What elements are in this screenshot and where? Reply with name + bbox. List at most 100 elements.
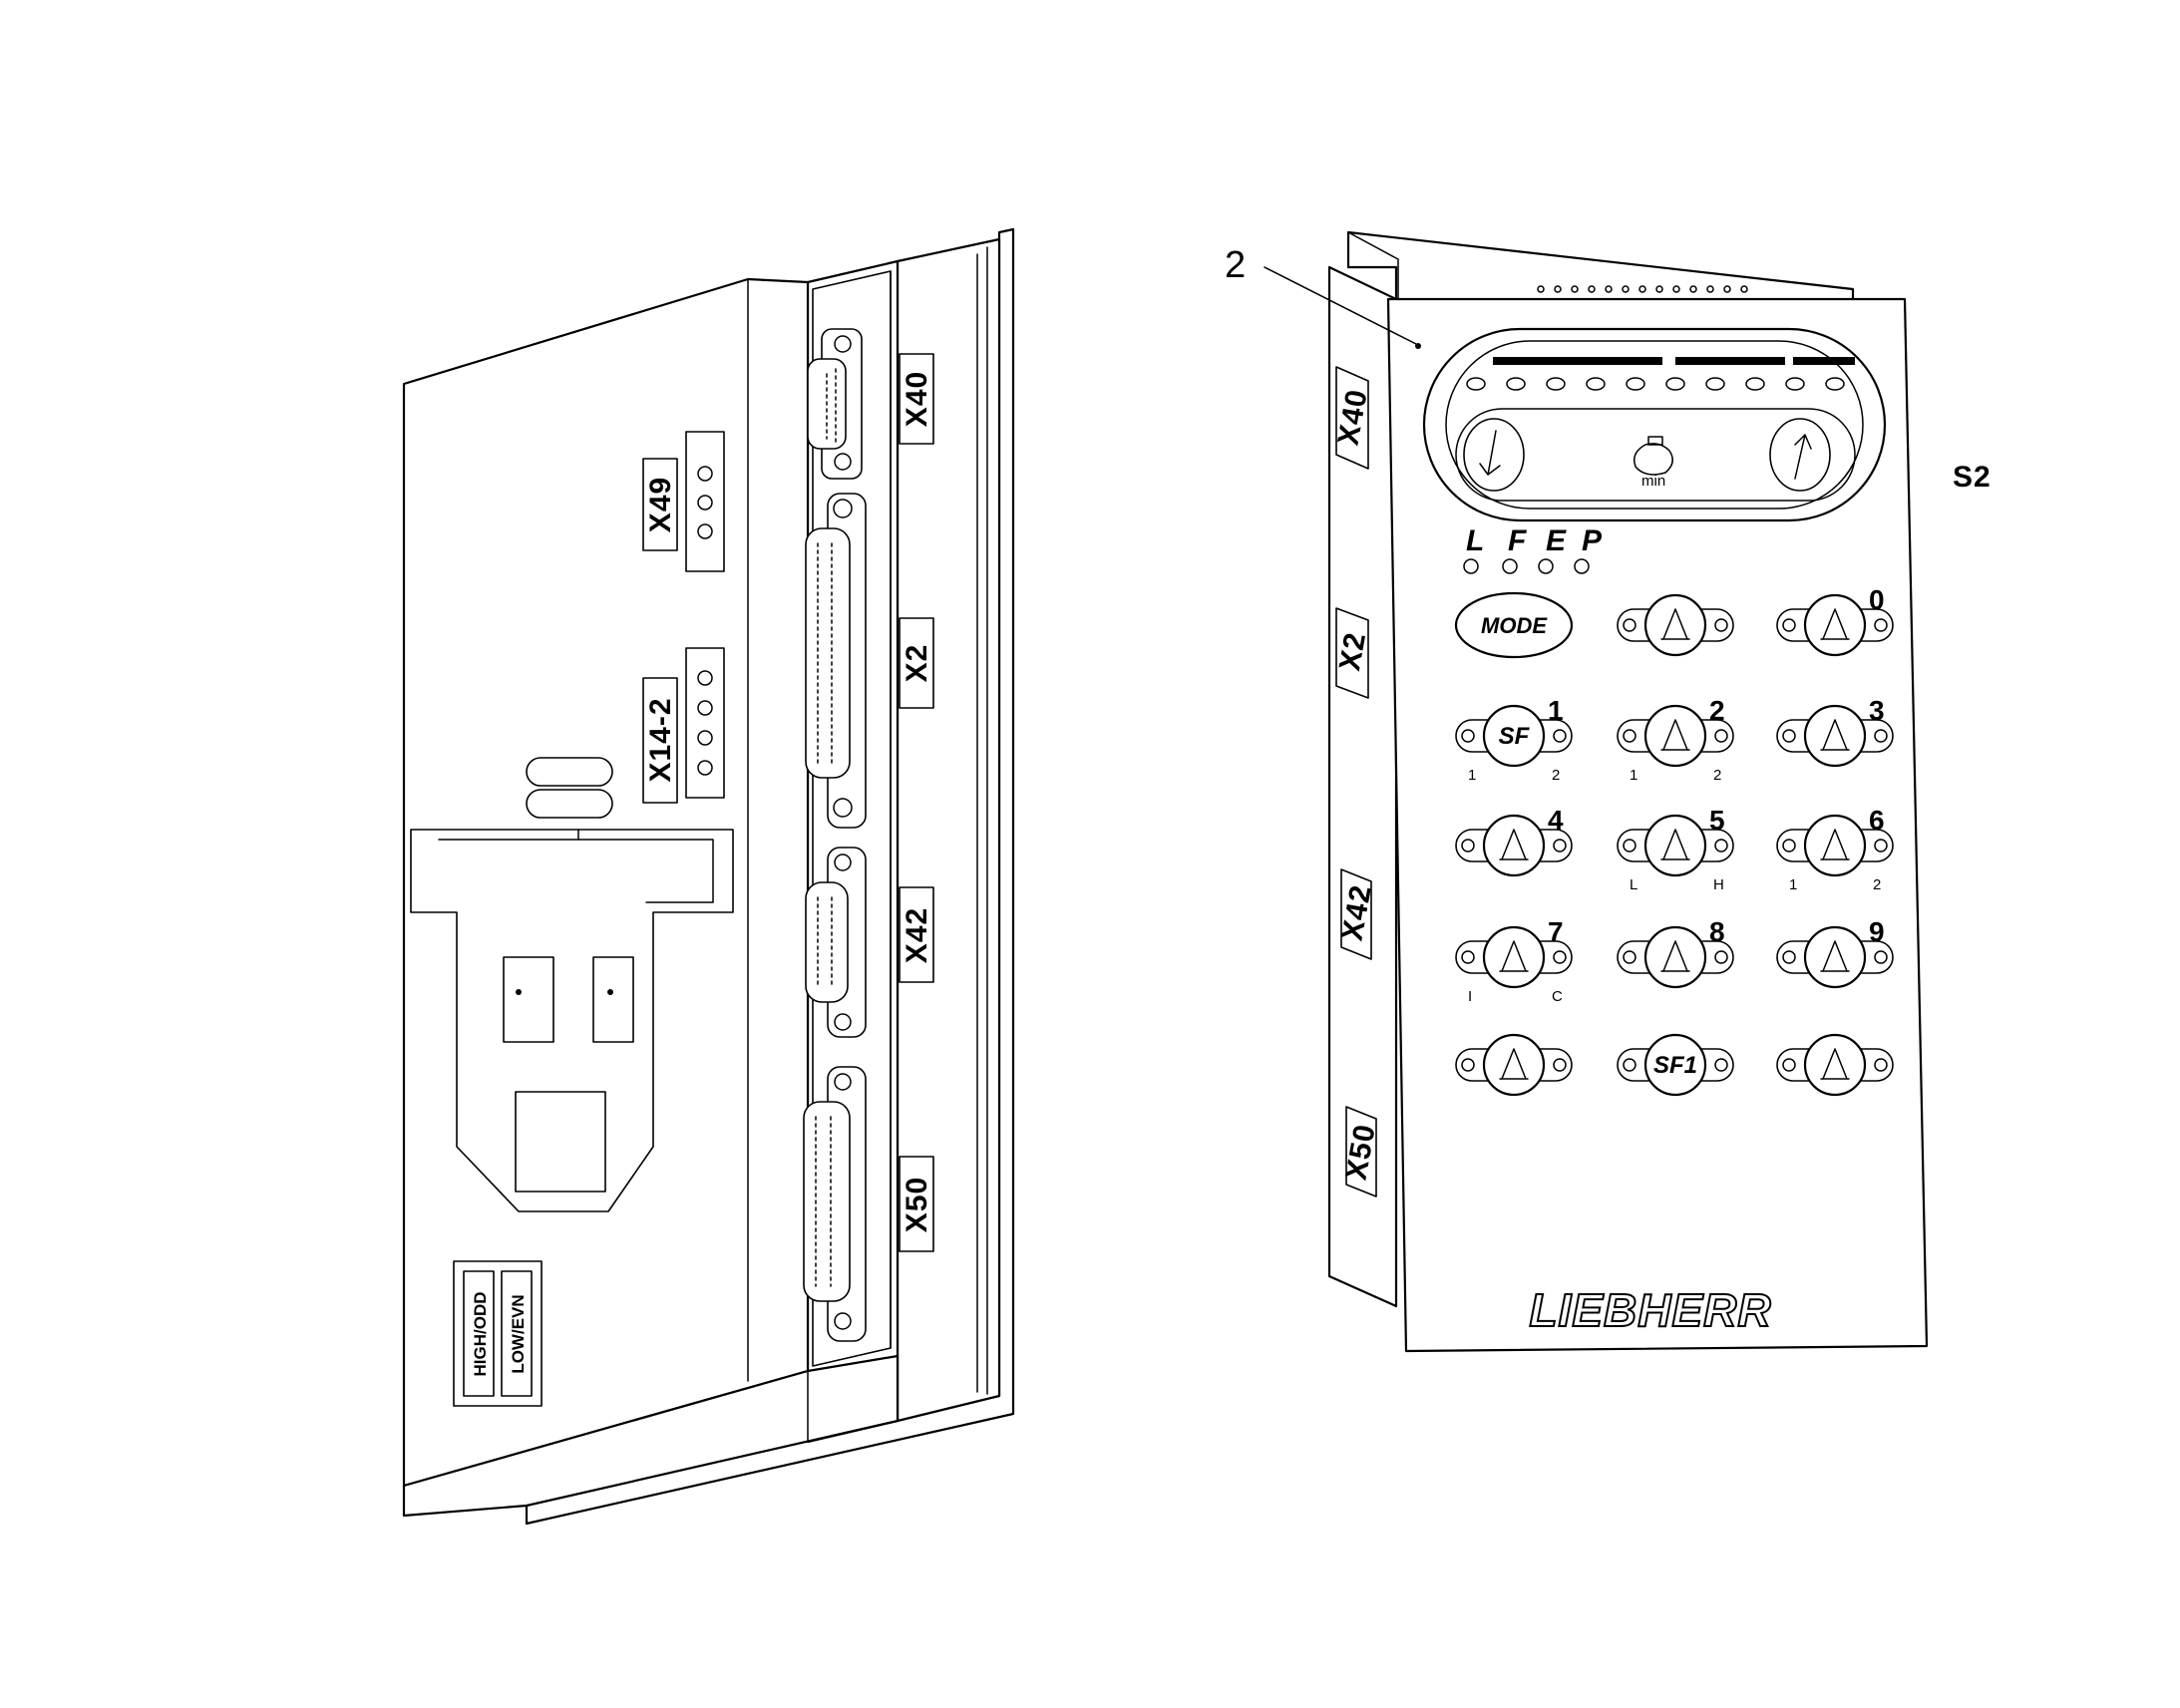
heater-icon — [1660, 829, 1690, 860]
vent-holes — [1537, 285, 1748, 293]
svg-text:X42: X42 — [901, 907, 933, 963]
mount-hole — [1874, 618, 1888, 632]
control-panel-right: X40 X2 X42 X50 2 S2 — [1225, 230, 1992, 1353]
callout-2: 2 — [1225, 244, 1421, 349]
button-sublabel-left: I — [1468, 988, 1472, 1005]
arrow-up-icon[interactable] — [1769, 418, 1831, 492]
mount-hole — [1461, 729, 1475, 743]
button-cap[interactable] — [1643, 1033, 1707, 1097]
rear-wiper-icon — [1499, 1048, 1529, 1080]
mount-hole — [1782, 1058, 1796, 1072]
button-mode[interactable]: MODE — [1454, 591, 1574, 659]
button-text: MODE — [1481, 613, 1548, 638]
mount-hole — [1553, 729, 1567, 743]
button-cap[interactable] — [1454, 591, 1574, 659]
svg-text:min: min — [1641, 473, 1665, 490]
button-number: 0 — [1869, 584, 1885, 615]
button-rear-light[interactable] — [1776, 1033, 1894, 1097]
mode-letter-e: E — [1546, 524, 1567, 557]
mount-hole — [1874, 839, 1888, 853]
washer-icon — [1660, 940, 1690, 972]
button-washer[interactable]: 8 — [1617, 916, 1734, 989]
status-leds — [1466, 377, 1845, 391]
mount-hole — [1782, 839, 1796, 853]
mount-hole — [1553, 839, 1567, 853]
mount-hole — [1714, 950, 1728, 964]
button-number: 7 — [1548, 916, 1564, 947]
arrow-down-icon[interactable] — [1463, 418, 1525, 492]
button-cap[interactable] — [1803, 593, 1867, 657]
button-rear-wiper[interactable] — [1455, 1033, 1573, 1097]
beacon-icon — [1820, 940, 1850, 972]
brand-logo: LIEBHERR — [1529, 1284, 1771, 1336]
button-sf1[interactable]: SF1 — [1617, 1033, 1734, 1097]
svg-text:X50: X50 — [901, 1177, 933, 1232]
svg-text:X40: X40 — [901, 371, 933, 427]
x14-2-terminal: X14-2 — [642, 647, 725, 804]
button-auto-engine[interactable] — [1617, 593, 1734, 657]
button-text: SF — [1499, 723, 1531, 750]
button-number: 4 — [1548, 805, 1564, 836]
button-cap[interactable] — [1803, 1033, 1867, 1097]
mode-letter-p: P — [1582, 524, 1603, 557]
wiper-icon — [1499, 940, 1529, 972]
button-work-light[interactable]: 0 — [1776, 584, 1894, 657]
button-cap[interactable] — [1482, 814, 1546, 877]
button-cap[interactable] — [1643, 704, 1707, 768]
button-cap[interactable] — [1482, 925, 1546, 989]
mount-hole — [1623, 950, 1636, 964]
button-cap[interactable] — [1482, 1033, 1546, 1097]
svg-text:X2: X2 — [1333, 629, 1372, 673]
button-sublabel-right: 2 — [1713, 767, 1721, 784]
control-unit-left: X40 X2 X42 X50 X49 X14-2 — [402, 227, 1015, 1526]
panel-id-s2: S2 — [1953, 461, 1992, 494]
rear-light-icon — [1820, 1048, 1850, 1080]
x50-connector — [803, 1066, 867, 1342]
mount-hole — [1714, 729, 1728, 743]
button-hook[interactable]: 3 — [1776, 695, 1894, 768]
x42-connector — [805, 847, 867, 1038]
work-light-icon — [1820, 608, 1850, 640]
mount-hole — [1714, 618, 1728, 632]
svg-text:2: 2 — [1225, 244, 1246, 286]
button-sublabel-left: 1 — [1789, 876, 1797, 893]
button-cap[interactable] — [1482, 704, 1546, 768]
side-label-x42: X42 — [1335, 868, 1378, 960]
pcb-board — [410, 829, 734, 1212]
svg-text:X2: X2 — [901, 644, 933, 683]
button-number: 1 — [1548, 695, 1564, 726]
dip-switch-labels: HIGH/ODD LOW/EVN — [453, 1260, 543, 1407]
button-number: 9 — [1869, 916, 1885, 947]
button-hoist[interactable]: 4 — [1455, 805, 1573, 877]
svg-text:X14-2: X14-2 — [644, 697, 677, 782]
mount-hole — [1874, 1058, 1888, 1072]
button-sublabel-left: L — [1630, 876, 1637, 893]
mode-letter-l: L — [1466, 524, 1485, 557]
button-cap[interactable] — [1803, 704, 1867, 768]
hook-icon — [1820, 719, 1850, 751]
mount-hole — [1782, 618, 1796, 632]
button-cap[interactable] — [1643, 925, 1707, 989]
button-cap[interactable] — [1643, 814, 1707, 877]
button-headlight[interactable]: 6 1 2 — [1776, 805, 1894, 893]
button-beacon[interactable]: 9 — [1776, 916, 1894, 989]
button-number: 6 — [1869, 805, 1885, 836]
side-label-x50: X50 — [1339, 1106, 1382, 1197]
engine-icon: min — [1634, 436, 1673, 490]
button-cap[interactable] — [1803, 814, 1867, 877]
headlight-icon — [1820, 829, 1850, 860]
button-cap[interactable] — [1643, 593, 1707, 657]
button-number: 5 — [1709, 805, 1725, 836]
label-x2: X2 — [899, 617, 934, 709]
button-cap[interactable] — [1803, 925, 1867, 989]
label-high-odd: HIGH/ODD — [471, 1292, 490, 1377]
button-sublabel-right: 2 — [1873, 876, 1881, 893]
button-sublabel-left: 1 — [1630, 767, 1637, 784]
mount-hole — [1874, 950, 1888, 964]
mount-hole — [1874, 729, 1888, 743]
